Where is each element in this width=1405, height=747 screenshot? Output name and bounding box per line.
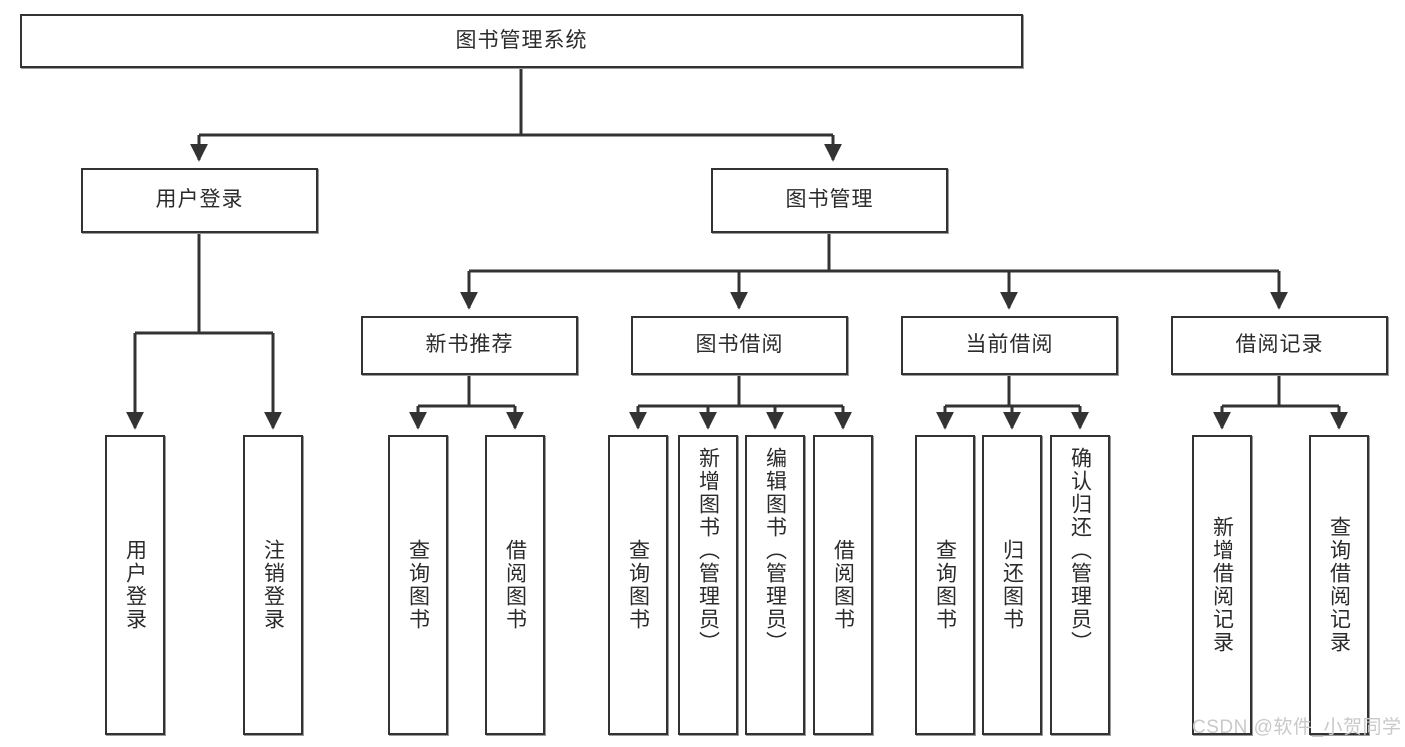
edges-newbook-to-leaves <box>409 375 524 430</box>
edges-currentborrow-to-leaves <box>936 375 1089 430</box>
edges-bookmanage-to-level3 <box>460 233 1288 310</box>
node-leaf-user-login[interactable]: 用户登录 <box>105 435 165 735</box>
node-leaf-borrow-add-book[interactable]: 新增图书（管理员） <box>678 435 738 735</box>
node-leaf-rec-query-book[interactable]: 查询图书 <box>388 435 448 735</box>
edges-bookborrow-to-leaves <box>629 375 852 430</box>
edges-userlogin-to-leaves <box>126 233 282 430</box>
node-user-login[interactable]: 用户登录 <box>81 168 318 233</box>
node-leaf-rec-query-record-label: 查询借阅记录 <box>1327 516 1351 654</box>
node-leaf-cur-return-book-label: 归还图书 <box>1000 539 1024 631</box>
node-leaf-cur-confirm-return[interactable]: 确认归还（管理员） <box>1050 435 1110 735</box>
node-book-borrow-label: 图书借阅 <box>695 333 784 357</box>
node-leaf-cur-return-book[interactable]: 归还图书 <box>982 435 1042 735</box>
node-book-borrow[interactable]: 图书借阅 <box>631 316 848 375</box>
node-root[interactable]: 图书管理系统 <box>20 14 1023 68</box>
node-new-book-recommend-label: 新书推荐 <box>425 333 514 357</box>
node-user-login-label: 用户登录 <box>155 188 244 212</box>
node-leaf-borrow-edit-book[interactable]: 编辑图书（管理员） <box>745 435 805 735</box>
node-leaf-rec-add-record[interactable]: 新增借阅记录 <box>1192 435 1252 735</box>
node-leaf-cur-query-book[interactable]: 查询图书 <box>915 435 975 735</box>
node-leaf-borrow-add-book-label: 新增图书（管理员） <box>696 447 720 654</box>
node-current-borrow[interactable]: 当前借阅 <box>901 316 1118 375</box>
node-leaf-rec-query-record[interactable]: 查询借阅记录 <box>1309 435 1369 735</box>
node-leaf-borrow-borrow-book[interactable]: 借阅图书 <box>813 435 873 735</box>
node-leaf-user-login-label: 用户登录 <box>123 539 147 631</box>
node-book-manage[interactable]: 图书管理 <box>711 168 948 233</box>
node-leaf-cur-confirm-return-label: 确认归还（管理员） <box>1068 447 1092 654</box>
csdn-watermark: CSDN @软件_小贺同学 <box>1192 717 1402 738</box>
node-leaf-rec-query-book-label: 查询图书 <box>406 539 430 631</box>
node-leaf-rec-add-record-label: 新增借阅记录 <box>1210 516 1234 654</box>
edges-root-to-level2 <box>190 68 842 162</box>
node-leaf-borrow-edit-book-label: 编辑图书（管理员） <box>763 447 787 654</box>
node-book-manage-label: 图书管理 <box>785 188 874 212</box>
node-leaf-rec-borrow-book[interactable]: 借阅图书 <box>485 435 545 735</box>
node-leaf-borrow-borrow-book-label: 借阅图书 <box>831 539 855 631</box>
node-leaf-rec-borrow-book-label: 借阅图书 <box>503 539 527 631</box>
node-leaf-borrow-query-book[interactable]: 查询图书 <box>608 435 668 735</box>
node-leaf-cur-query-book-label: 查询图书 <box>933 539 957 631</box>
edges-borrowrecord-to-leaves <box>1213 375 1348 430</box>
node-borrow-record-label: 借阅记录 <box>1235 333 1324 357</box>
node-new-book-recommend[interactable]: 新书推荐 <box>361 316 578 375</box>
node-borrow-record[interactable]: 借阅记录 <box>1171 316 1388 375</box>
node-leaf-user-logout-label: 注销登录 <box>261 539 285 631</box>
node-leaf-borrow-query-book-label: 查询图书 <box>626 539 650 631</box>
node-leaf-user-logout[interactable]: 注销登录 <box>243 435 303 735</box>
node-root-label: 图书管理系统 <box>455 28 588 52</box>
node-current-borrow-label: 当前借阅 <box>965 333 1054 357</box>
